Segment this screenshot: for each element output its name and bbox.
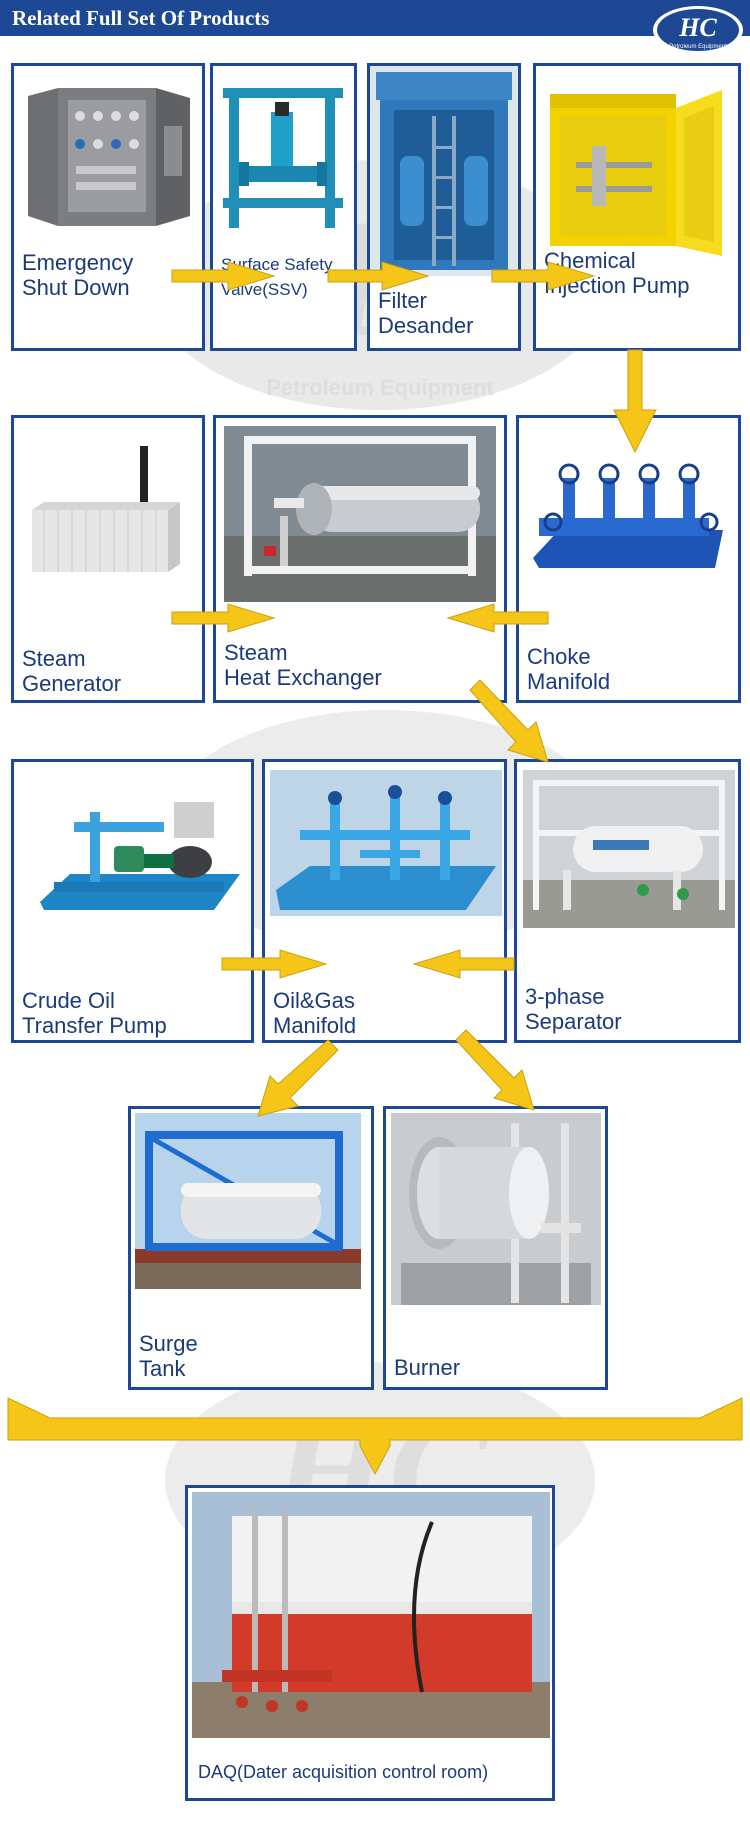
- arrow-bracket-to-daq: [7, 1397, 743, 1476]
- svg-text:Petroleum Equipment: Petroleum Equipment: [669, 44, 727, 50]
- arrow-separator-to-oilgas: [412, 949, 515, 979]
- photo-chemical-injection-pump: [536, 66, 738, 266]
- photo-daq-control-room: [192, 1492, 550, 1738]
- header-title: Related Full Set Of Products: [12, 6, 270, 30]
- arrow-oilgas-to-burner: [455, 1029, 535, 1111]
- arrow-heat-exchanger-to-separator: [469, 679, 549, 763]
- arrow-crude-to-oilgas: [221, 949, 328, 979]
- company-logo: HC Petroleum Equipment: [653, 6, 743, 54]
- arrow-choke-to-heat-exchanger: [446, 603, 549, 633]
- card-daq-control-room: DAQ(Dater acquisition control room): [185, 1485, 555, 1801]
- svg-text:HC: HC: [678, 13, 717, 42]
- label-daq-control-room: DAQ(Dater acquisition control room): [198, 1762, 489, 1782]
- photo-surface-safety-valve: [213, 66, 354, 241]
- svg-text:Petroleum Equipment: Petroleum Equipment: [266, 375, 494, 400]
- photo-burner: [391, 1113, 601, 1305]
- arrow-ssv-to-filter: [327, 261, 430, 291]
- arrow-filter-to-chemical: [491, 261, 596, 291]
- photo-three-phase-separator: [523, 770, 735, 928]
- photo-filter-desander: [370, 66, 518, 276]
- header-bar: Related Full Set Of Products: [0, 0, 750, 36]
- photo-steam-heat-exchanger: [224, 426, 496, 602]
- arrow-chemical-to-choke: [613, 349, 657, 454]
- photo-choke-manifold: [519, 418, 738, 618]
- arrow-steam-generator-to-heat-exchanger: [171, 603, 276, 633]
- label-burner: Burner: [394, 1355, 461, 1380]
- photo-steam-generator: [14, 418, 202, 618]
- photo-crude-oil-transfer-pump: [14, 762, 251, 962]
- photo-emergency-shut-down: [14, 66, 202, 241]
- card-burner: Burner: [383, 1106, 608, 1390]
- photo-surge-tank: [135, 1113, 361, 1289]
- arrow-esd-to-ssv: [171, 261, 276, 291]
- photo-oil-gas-manifold: [270, 770, 502, 916]
- arrow-oilgas-to-surge: [257, 1039, 339, 1117]
